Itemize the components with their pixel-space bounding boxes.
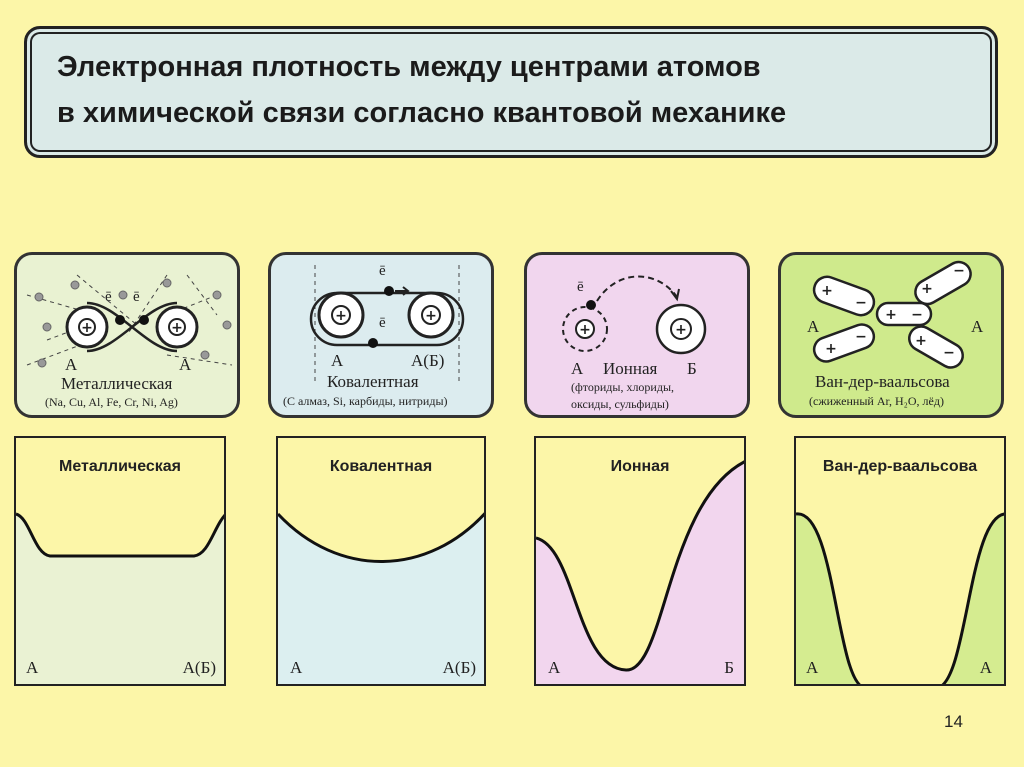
electron-label: ē xyxy=(133,289,140,305)
atom-label-left: А xyxy=(331,351,344,370)
atom-label-right: А xyxy=(179,355,192,374)
card-examples-line-1: (фториды, хлориды, xyxy=(571,380,675,394)
svg-text:−: − xyxy=(953,263,965,279)
card-name: Ван-дер-ваальсова xyxy=(815,372,950,391)
card-name: Ковалентная xyxy=(327,372,419,391)
svg-text:+: + xyxy=(921,281,933,297)
svg-text:−: − xyxy=(911,307,923,323)
svg-text:−: − xyxy=(855,295,867,311)
svg-text:−: − xyxy=(855,329,867,345)
graph-axis-right: А xyxy=(979,658,992,677)
ionic-density-curve xyxy=(536,460,744,684)
graph-axis-right: А(Б) xyxy=(182,658,216,677)
svg-text:+: + xyxy=(335,308,347,324)
card-examples: (Na, Cu, Al, Fe, Cr, Ni, Ag) xyxy=(45,395,178,409)
graph-axis-right: А(Б) xyxy=(442,658,476,677)
graph-title: Ван-дер-ваальсова xyxy=(822,458,978,475)
svg-text:+: + xyxy=(825,341,837,357)
graph-title: Ионная xyxy=(610,458,670,475)
van-der-waals-diagram: +− +− +− +− +− xyxy=(812,260,972,369)
graph-title: Ковалентная xyxy=(329,458,433,475)
svg-text:−: − xyxy=(943,345,955,361)
covalent-density-curve xyxy=(278,512,484,684)
svg-text:+: + xyxy=(885,307,897,323)
svg-text:+: + xyxy=(81,320,93,336)
svg-text:+: + xyxy=(821,283,833,299)
card-metallic: + + ē ē А А Металлическая (Na, Cu, Al, F… xyxy=(14,252,240,418)
title-line-2: в химической связи согласно квантовой ме… xyxy=(57,97,787,129)
card-name: Ионная xyxy=(603,359,658,378)
atom-label-right: А(Б) xyxy=(411,351,445,370)
graph-van-der-waals: Ван-дер-ваальсова А А xyxy=(794,436,1006,686)
metallic-density-curve xyxy=(16,512,224,684)
atom-label-right: Б xyxy=(687,359,697,378)
graph-title: Металлическая xyxy=(58,458,182,475)
graph-axis-left: А xyxy=(26,658,39,677)
graph-covalent: Ковалентная А А(Б) xyxy=(276,436,486,686)
graph-metallic: Металлическая А А(Б) xyxy=(14,436,226,686)
card-covalent: + + ē ē А А(Б) Ковалентная (С алмаз, Si,… xyxy=(268,252,494,418)
graph-axis-left: А xyxy=(290,658,303,677)
metallic-bond-diagram: + + xyxy=(26,274,233,368)
electron-label: ē xyxy=(379,263,386,279)
card-name: Металлическая xyxy=(61,374,173,393)
atom-label-left: А xyxy=(571,359,584,378)
graph-ionic: Ионная А Б xyxy=(534,436,746,686)
covalent-bond-diagram: + + xyxy=(309,265,465,385)
svg-text:+: + xyxy=(579,322,591,338)
title-line-1: Электронная плотность между центрами ато… xyxy=(57,51,761,83)
page-number: 14 xyxy=(944,712,963,731)
atom-label-right: А xyxy=(971,317,984,336)
card-examples-line-2: оксиды, сульфиды) xyxy=(571,397,669,411)
electron-label: ē xyxy=(379,315,386,331)
card-examples: (С алмаз, Si, карбиды, нитриды) xyxy=(283,394,448,408)
title-box: Электронная плотность между центрами ато… xyxy=(24,26,998,158)
electron-label: ē xyxy=(105,289,112,305)
card-van-der-waals: +− +− +− +− +− А А Ван-дер-ваальсова (сж… xyxy=(778,252,1004,418)
svg-text:+: + xyxy=(171,320,183,336)
svg-text:+: + xyxy=(675,322,687,338)
atom-label-left: А xyxy=(65,355,78,374)
card-examples: (сжиженный Ar, H₂O, лёд) xyxy=(809,394,944,408)
ionic-bond-diagram: + + xyxy=(562,275,707,355)
svg-text:+: + xyxy=(425,308,437,324)
electron-label: ē xyxy=(577,279,584,295)
atom-label-left: А xyxy=(807,317,820,336)
graph-axis-right: Б xyxy=(724,658,734,677)
graph-axis-left: А xyxy=(806,658,819,677)
van-der-waals-density-curve xyxy=(796,512,1004,684)
card-ionic: + + ē А Ионная Б (фториды, хлориды, окси… xyxy=(524,252,750,418)
graph-axis-left: А xyxy=(548,658,561,677)
svg-text:+: + xyxy=(915,333,927,349)
